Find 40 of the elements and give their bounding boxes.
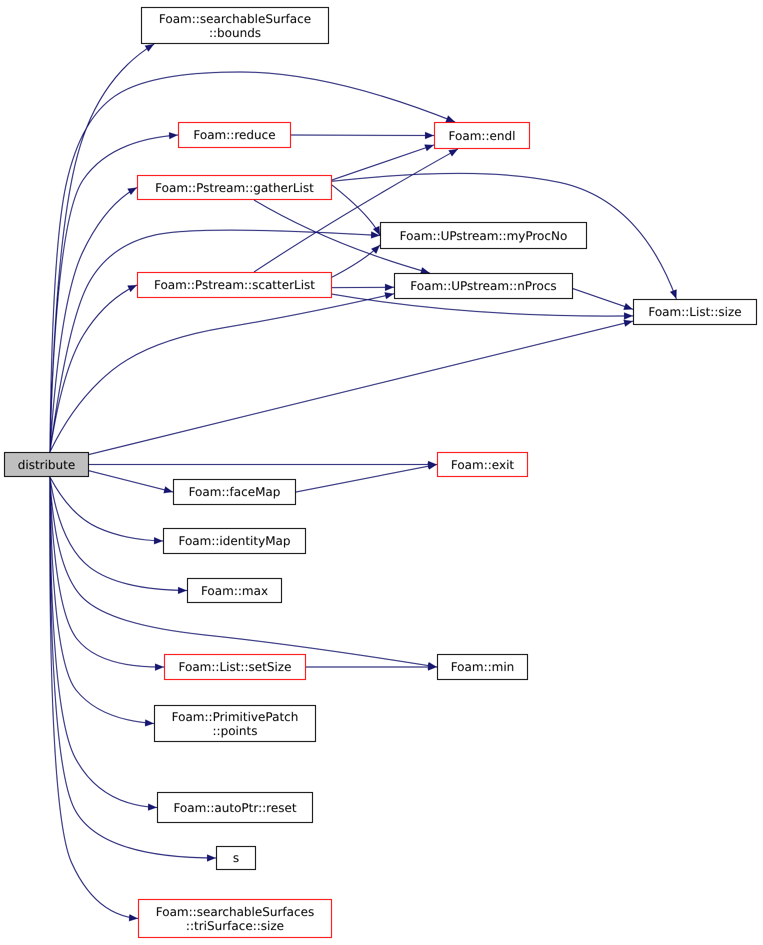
arrow — [49, 292, 394, 452]
function-box: Foam::reduce — [178, 122, 291, 148]
function-box: Foam::PrimitivePatch ::points — [154, 705, 316, 742]
arrow — [296, 462, 438, 492]
arrow — [332, 172, 677, 300]
function-box: Foam::faceMap — [173, 479, 296, 505]
arrow — [332, 244, 380, 278]
arrow — [49, 476, 164, 544]
function-box: Foam::autoPtr::reset — [157, 792, 313, 823]
function-box: Foam::List::setSize — [164, 654, 306, 680]
arrow — [572, 288, 634, 310]
arrow — [306, 663, 438, 671]
function-box: Foam::List::size — [633, 299, 757, 325]
arrow — [332, 284, 394, 291]
function-box: Foam::UPstream::myProcNo — [380, 222, 587, 249]
function-box: Foam::searchableSurfaces ::triSurface::size — [138, 899, 332, 938]
arrow — [49, 476, 138, 921]
function-box: Foam::max — [187, 578, 282, 603]
arrow — [254, 148, 458, 272]
function-box: Foam::UPstream::nProcs — [394, 273, 573, 299]
arrow — [88, 460, 438, 468]
arrow — [49, 476, 188, 594]
function-box: Foam::endl — [434, 122, 530, 149]
arrow — [88, 320, 634, 455]
arrow — [49, 284, 138, 452]
function-box: Foam::exit — [437, 452, 528, 477]
arrow — [332, 184, 380, 236]
function-box: distribute — [4, 452, 89, 477]
arrow — [332, 294, 634, 320]
function-box: Foam::Pstream::scatterList — [137, 272, 332, 298]
function-box: Foam::identityMap — [163, 528, 306, 554]
function-box: s — [216, 846, 256, 870]
function-box: Foam::Pstream::gatherList — [137, 175, 332, 200]
arrow — [49, 187, 138, 452]
arrow — [290, 132, 434, 140]
function-box: Foam::min — [437, 654, 528, 680]
function-box: Foam::searchableSurface ::bounds — [141, 7, 329, 44]
arrow — [254, 200, 430, 274]
arrow — [88, 470, 174, 494]
arrow — [332, 144, 434, 180]
